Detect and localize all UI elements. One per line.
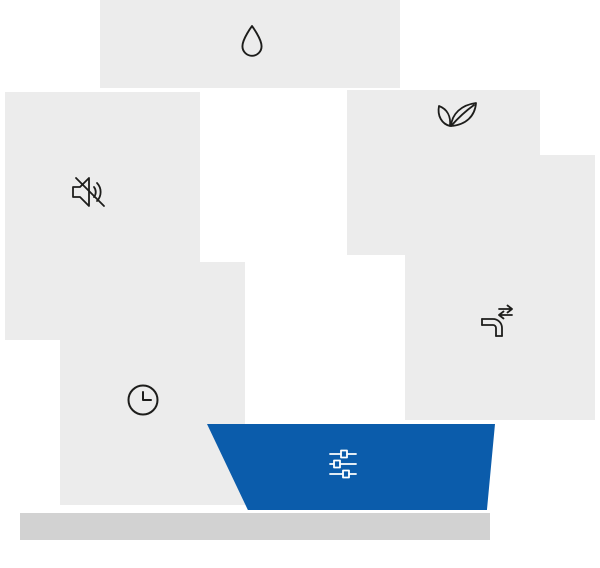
water-drop-icon [241,25,263,57]
clock-icon [127,384,159,416]
sliders-icon [329,449,357,479]
tile-time[interactable] [60,262,245,505]
tile-water[interactable] [100,0,400,88]
tile-water-connection[interactable] [405,155,595,420]
speaker-muted-icon [72,177,105,207]
pipe-transfer-icon [481,304,513,337]
base-bar [20,513,490,540]
leaves-icon [437,102,477,127]
settings-basin-button[interactable] [207,424,495,510]
